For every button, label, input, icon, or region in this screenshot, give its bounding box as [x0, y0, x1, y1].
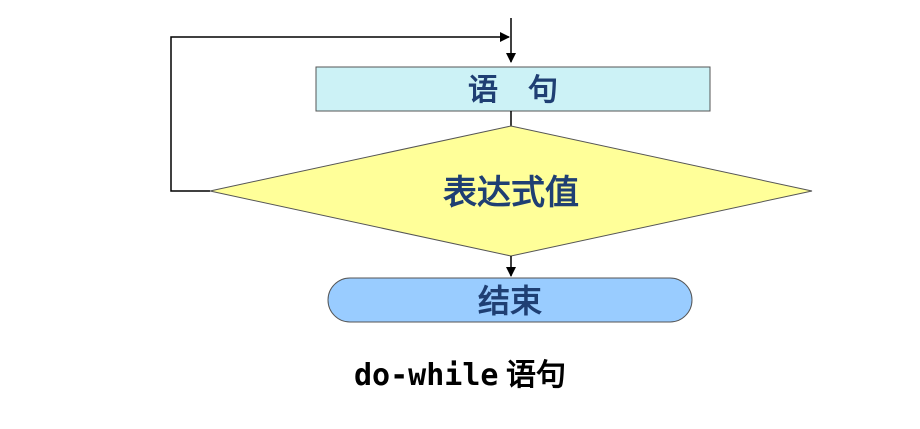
statement-label: 语 句 [468, 73, 558, 108]
caption-text: 语句 [506, 358, 566, 393]
end-label: 结束 [478, 282, 542, 320]
caption-code: do-while [354, 358, 499, 393]
loop-back-arrow [170, 32, 510, 192]
statement-box [315, 66, 711, 112]
end-terminator [327, 277, 693, 323]
condition-label: 表达式值 [443, 173, 579, 213]
caption: do-while 语句 [0, 350, 920, 394]
